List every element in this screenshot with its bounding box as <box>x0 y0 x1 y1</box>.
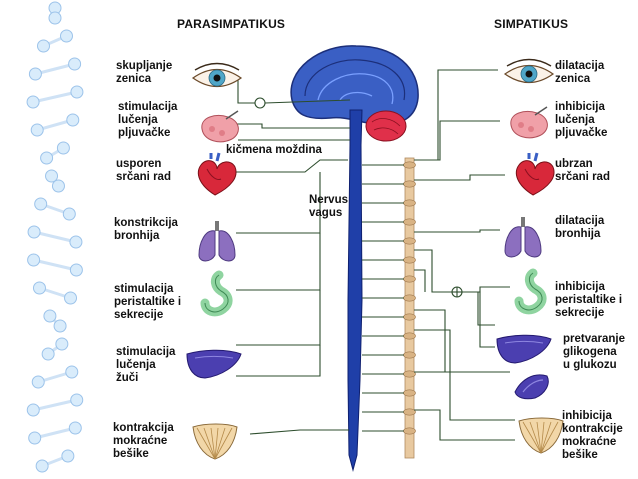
sympathetic-chain <box>404 157 415 459</box>
parasympathetic-effect-label: stimulacija lučenja žuči <box>116 346 176 384</box>
sympathetic-salivary-gland-icon <box>510 106 548 139</box>
parasympathetic-effect-label: stimulacija lučenja pljuvačke <box>118 101 178 139</box>
sympathetic-stomach-icon <box>514 268 547 315</box>
parasympathetic-liver-icon <box>186 349 242 379</box>
parasympathetic-effect-label: stimulacija peristaltike i sekrecije <box>114 283 182 321</box>
brain-icon <box>290 45 419 126</box>
ciliary-ganglion <box>254 97 266 109</box>
spinal-cord-label: kičmena moždina <box>226 144 322 156</box>
parasympathetic-stomach-icon <box>200 270 233 317</box>
parasympathetic-effect-label: kontrakcija mokraćne bešike <box>113 422 174 460</box>
parasympathetic-eye-icon <box>191 62 243 88</box>
sympathetic-effect-label: inhibicija peristaltike i sekrecije <box>555 281 623 319</box>
sympathetic-effect-label: dilatacija bronhija <box>555 215 605 240</box>
parasympathetic-effect-label: skupljanje zenica <box>116 60 173 85</box>
sympathetic-bladder-icon <box>518 417 564 454</box>
sympathetic-effect-label: dilatacija zenica <box>555 60 605 85</box>
sympathetic-effect-label: pretvaranje glikogena u glukozu <box>563 333 626 371</box>
sympathetic-lungs-icon <box>504 217 542 258</box>
sympathetic-adrenal-gland-icon <box>514 374 549 400</box>
cerebellum-icon <box>365 110 407 142</box>
dna-helix-decoration <box>26 1 84 473</box>
sympathetic-effect-label: inhibicija lučenja pljuvačke <box>555 101 608 139</box>
parasympathetic-header: PARASIMPATIKUS <box>177 17 286 31</box>
sympathetic-eye-icon <box>503 58 555 84</box>
spinal-cord <box>347 109 363 472</box>
sympathetic-liver-icon <box>496 334 552 364</box>
parasympathetic-salivary-gland-icon <box>201 110 239 143</box>
parasympathetic-effect-label: usporen srčani rad <box>116 158 171 183</box>
sympathetic-heart-icon <box>515 152 555 196</box>
vagus-label: Nervus vagus <box>309 194 348 219</box>
parasympathetic-effect-label: konstrikcija bronhija <box>114 217 178 242</box>
sympathetic-header: SIMPATIKUS <box>494 17 569 31</box>
parasympathetic-heart-icon <box>197 152 237 196</box>
sympathetic-effect-label: inhibicija kontrakcije mokraćne bešike <box>562 410 623 461</box>
parasympathetic-lungs-icon <box>198 221 236 262</box>
sympathetic-effect-label: ubrzan srčani rad <box>555 158 610 183</box>
parasympathetic-bladder-icon <box>192 423 238 460</box>
